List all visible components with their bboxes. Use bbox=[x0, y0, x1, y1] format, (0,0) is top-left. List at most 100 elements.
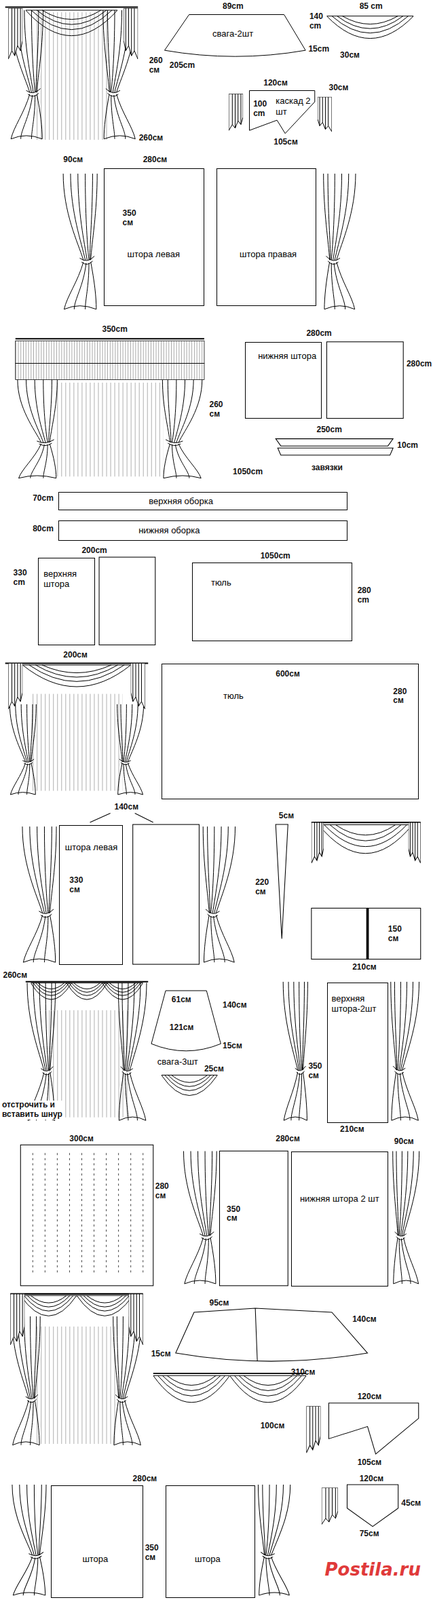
piece-text: верхняя оборка bbox=[148, 496, 345, 507]
piece-name: верхняя оборка bbox=[148, 496, 345, 507]
pattern-piece: штора bbox=[165, 1485, 256, 1599]
piece-name: нижняя оборка bbox=[138, 525, 345, 537]
pattern-piece: штора правая bbox=[216, 168, 317, 307]
dimension-label: 105см bbox=[273, 137, 298, 148]
dimension-label: 250cm bbox=[316, 425, 342, 436]
dimension-label: 120см bbox=[263, 78, 288, 89]
piece-name: штора левая bbox=[65, 842, 121, 854]
dimension-label: 350 см bbox=[122, 209, 144, 229]
dimension-label: 280cm bbox=[306, 329, 332, 339]
piece-name: штора bbox=[194, 1554, 254, 1566]
dimension-label: 1050cm bbox=[232, 467, 263, 478]
dimension-label: 260 см bbox=[209, 400, 228, 420]
dimension-label: 220 см bbox=[255, 878, 274, 898]
dimension-label: 45см bbox=[401, 1499, 421, 1509]
dimension-label: 30см bbox=[329, 83, 349, 93]
pattern-piece: тюль bbox=[161, 663, 419, 800]
dimension-label: 75см bbox=[359, 1529, 380, 1540]
pattern-piece: штора bbox=[50, 1485, 143, 1599]
dimension-label: 61см bbox=[171, 995, 192, 1006]
piece-name: свага-2шт bbox=[212, 28, 304, 40]
dimension-label: 15см bbox=[222, 1041, 243, 1052]
piece-name: верхняя штора-2шт bbox=[331, 993, 387, 1015]
dimension-label: 10cm bbox=[397, 441, 419, 451]
piece-name: штора левая bbox=[127, 249, 203, 260]
dimension-label: 210см bbox=[352, 963, 377, 973]
dimension-label: 140см bbox=[114, 802, 140, 813]
piece-name: каскад 2 шт bbox=[275, 95, 313, 117]
pattern-piece: нижняя штора 2 шт bbox=[291, 1151, 389, 1287]
dimension-label: 280cm bbox=[406, 359, 427, 370]
dimension-label: 89cm bbox=[222, 2, 244, 12]
dimension-label: 120см bbox=[357, 1392, 383, 1403]
dimension-label: 70cm bbox=[32, 494, 54, 504]
piece-text: штора левая bbox=[127, 249, 203, 260]
pattern-piece: нижняя штора bbox=[245, 342, 322, 419]
piece-text: тюль bbox=[223, 690, 417, 702]
piece-name: штора правая bbox=[239, 249, 315, 260]
dimension-label: 280 см bbox=[392, 687, 414, 707]
dimension-label: 260см bbox=[139, 133, 164, 144]
dimension-label: 95см bbox=[209, 1299, 229, 1309]
pattern-piece: верхняя штора bbox=[38, 557, 96, 646]
dimension-label: 300см bbox=[69, 1134, 94, 1145]
dimension-label: 100 cm bbox=[253, 99, 274, 119]
dimension-label: 200см bbox=[63, 650, 88, 661]
piece-text: верхняя штора-2шт bbox=[331, 993, 387, 1015]
dimension-label: 30см bbox=[340, 50, 360, 61]
pattern-piece: свага-2шт bbox=[163, 13, 307, 60]
dimension-label: 90см bbox=[63, 155, 83, 165]
piece-text: штора bbox=[82, 1554, 141, 1566]
dimension-label: 600см bbox=[275, 669, 300, 680]
dimension-label: 350 см bbox=[226, 1205, 248, 1225]
dimension-label: 280см bbox=[143, 155, 168, 165]
dimension-label: 85 cm bbox=[359, 2, 383, 12]
note: отстрочить и вставить шнур bbox=[2, 1100, 66, 1120]
dimension-label: 100см bbox=[260, 1421, 286, 1432]
dimension-label: 310см bbox=[291, 1368, 316, 1378]
dimension-label: 140 cm bbox=[309, 12, 332, 32]
piece-text: тюль bbox=[211, 577, 351, 589]
dimension-label: 5см bbox=[278, 811, 294, 822]
dimension-label: 280см bbox=[133, 1474, 158, 1485]
dimension-label: 260 см bbox=[149, 56, 168, 76]
piece-text: верхняя штора bbox=[43, 568, 93, 590]
piece-text: штора правая bbox=[239, 249, 315, 260]
piece-text: нижняя штора bbox=[257, 350, 319, 362]
dimension-label: 350cm bbox=[101, 325, 127, 335]
pattern-piece: тюль bbox=[192, 562, 353, 642]
dimension-label: 280см bbox=[275, 1134, 300, 1145]
dimension-label: 80cm bbox=[32, 524, 54, 535]
dimension-label: 25см bbox=[204, 1064, 224, 1075]
dimension-label: 350 см bbox=[145, 1544, 164, 1564]
pattern-piece: нижняя оборка bbox=[58, 520, 348, 541]
piece-name: верхняя штора bbox=[43, 568, 93, 590]
dimension-label: 15cm bbox=[308, 44, 330, 55]
dimension-label: 280 см bbox=[155, 1182, 176, 1202]
piece-name: нижняя штора bbox=[257, 350, 319, 362]
watermark: Postila.ru bbox=[325, 1560, 421, 1581]
dimension-label: 121см bbox=[169, 1023, 195, 1033]
dimension-label: 90см bbox=[394, 1137, 414, 1147]
dimension-label: 280 cm bbox=[357, 586, 379, 606]
piece-text: нижняя оборка bbox=[138, 525, 345, 537]
piece-name: тюль bbox=[211, 577, 351, 589]
pattern-piece: штора левая bbox=[103, 168, 204, 307]
dimension-label: 205cm bbox=[169, 61, 195, 71]
dimension-label: 330 см bbox=[69, 876, 90, 896]
dimension-label: завязки bbox=[311, 463, 343, 474]
dimension-label: 105см bbox=[357, 1458, 383, 1468]
dimension-label: 200cm bbox=[81, 546, 107, 556]
piece-name: штора bbox=[82, 1554, 141, 1566]
pattern-piece: верхняя штора-2шт bbox=[327, 982, 389, 1124]
dimension-label: 15см bbox=[151, 1349, 172, 1360]
dimension-label: 330 cm bbox=[13, 568, 34, 588]
piece-name: тюль bbox=[223, 690, 417, 702]
dimension-label: 260см bbox=[3, 971, 28, 981]
piece-name: нижняя штора 2 шт bbox=[299, 1193, 386, 1205]
dimension-label: 210см bbox=[340, 1125, 365, 1135]
dimension-label: 350 см bbox=[308, 1062, 326, 1082]
pattern-piece: штора левая bbox=[59, 825, 123, 966]
piece-text: свага-2шт bbox=[212, 28, 304, 40]
